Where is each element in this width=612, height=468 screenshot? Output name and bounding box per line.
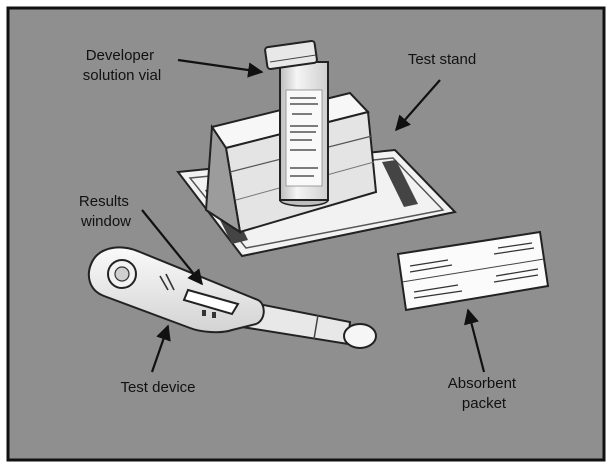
vial-label: [285, 89, 323, 187]
device-window-marks: [202, 310, 216, 318]
callout-test-stand: Test stand: [394, 51, 476, 132]
device-results-window: [182, 288, 240, 316]
svg-text:Test device: Test device: [120, 379, 195, 396]
label-test-device: Test device: [120, 379, 195, 396]
vial-cap-line: [269, 54, 317, 63]
device-swab-ring: [313, 314, 319, 340]
arrow-test-stand: [394, 79, 441, 132]
callout-developer-vial: Developer solution vial: [83, 47, 264, 84]
device-sample-well-inner: [114, 266, 130, 282]
callout-test-device: Test device: [120, 324, 196, 396]
label-absorbent-line2: packet: [462, 395, 507, 412]
device-swab-tip: [343, 323, 377, 349]
packet-divider: [401, 258, 545, 283]
stand-groove-right: [382, 160, 418, 207]
developer-vial: [264, 40, 329, 207]
arrow-developer-vial: [177, 58, 264, 78]
label-results-line1: Results: [79, 193, 129, 210]
arrow-test-device: [150, 324, 171, 373]
svg-text:Absorbent packet: Absorbent packet: [448, 375, 521, 412]
callout-absorbent-packet: Absorbent packet: [448, 308, 521, 412]
label-results-line2: window: [80, 213, 131, 230]
device-brand-mark: [159, 273, 175, 291]
label-test-stand: Test stand: [408, 51, 476, 68]
arrow-results-window: [141, 209, 203, 286]
svg-text:Results window: Results window: [79, 193, 133, 230]
svg-text:Developer solution vial: Developer solution vial: [83, 47, 161, 84]
stand-block-side: [204, 124, 242, 235]
callout-results-window: Results window: [79, 193, 203, 286]
vial-label-lines: [290, 97, 318, 177]
packet-print-lines: [409, 242, 539, 299]
label-developer-line2: solution vial: [83, 67, 161, 84]
test-device: [87, 246, 377, 349]
label-developer-line1: Developer: [86, 47, 154, 64]
label-absorbent-line1: Absorbent: [448, 375, 517, 392]
arrow-absorbent-packet: [464, 308, 486, 373]
svg-text:Test stand: Test stand: [408, 51, 476, 68]
vial-cap: [264, 40, 318, 70]
absorbent-packet: [396, 230, 550, 312]
